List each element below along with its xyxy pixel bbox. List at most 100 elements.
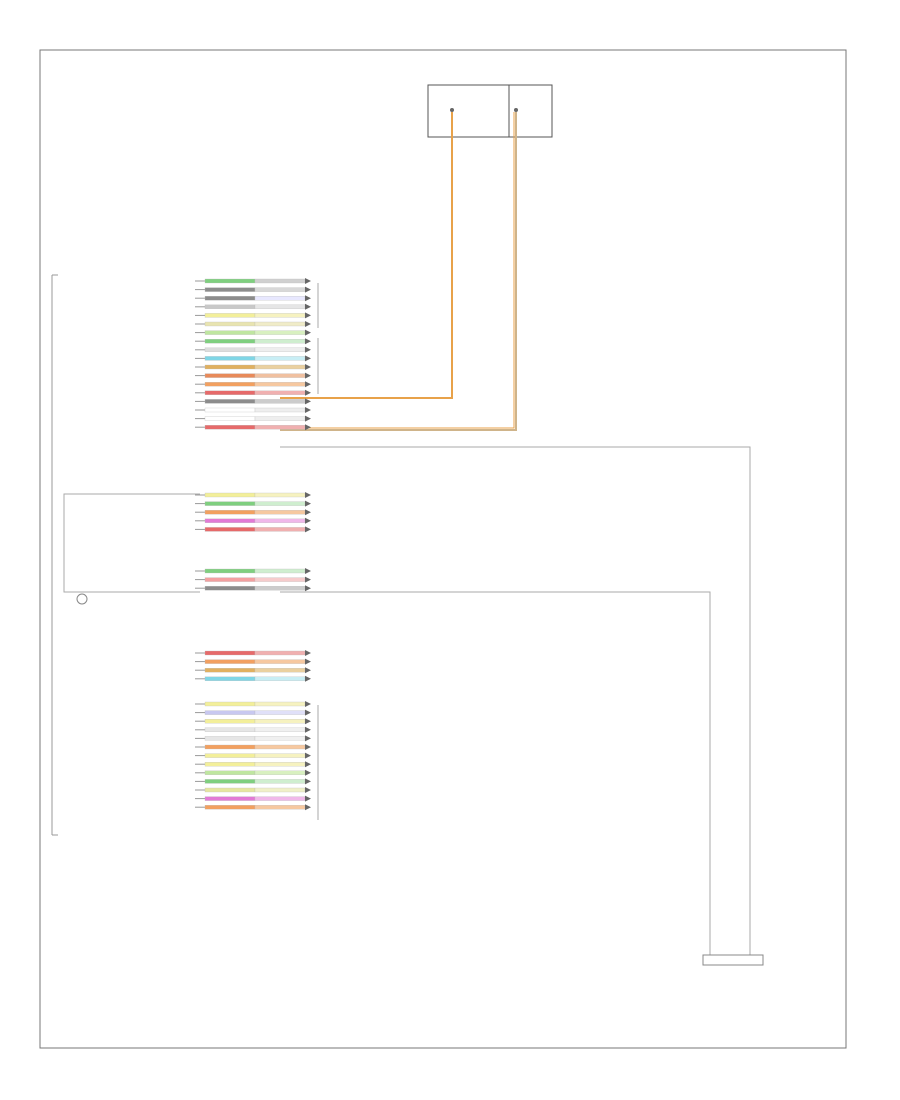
wire-segment [254,779,306,784]
wire-segment [204,796,256,801]
wire-segment [254,762,306,767]
wire-segment [204,304,256,309]
wire-segment [204,701,256,707]
pin-row [195,492,311,498]
wire-segment [254,399,306,404]
wire-segment [204,407,256,413]
pin-row [195,286,311,293]
wire-gray-long [280,446,751,960]
pin-row [195,526,311,533]
wire-segment [204,287,256,292]
wire-segment [204,787,256,793]
wire-segment [254,650,306,656]
wire-segment [254,770,306,775]
wire-segment [204,727,256,732]
wire-segment [204,330,256,335]
diagram-frame [39,49,847,1049]
pin-row [195,735,311,742]
wire-orange-right [282,112,515,429]
wire-segment [254,796,306,801]
wire-arrow-icon [305,424,311,431]
wire-segment [254,710,306,715]
fuse-right-terminal [514,108,518,112]
pin-row [195,346,311,353]
wire-segment [254,304,306,309]
wire-segment [204,518,256,523]
wire-arrow-icon [305,718,311,725]
wire-segment [254,805,306,810]
pin-row [195,303,311,310]
wire-arrow-icon [305,752,311,759]
pin-row [195,650,311,656]
wire-arrow-icon [305,735,311,742]
wire-segment [254,659,306,664]
pin-row [195,398,311,405]
pin-row [195,407,311,413]
wire-arrow-icon [305,709,311,716]
pin-row [195,329,311,336]
wire-arrow-icon [305,795,311,802]
pin-row [195,312,311,319]
wire-arrow-icon [305,517,311,524]
wire-segment [204,373,256,378]
wire-arrow-icon [305,295,311,302]
pin-row [195,675,311,682]
pin-row [195,278,311,284]
wire-segment [204,744,256,750]
wire-segment [204,676,256,681]
wire-segment [254,339,306,344]
pin-row [195,667,311,674]
wire-segment [204,659,256,664]
wire-segment [254,501,306,506]
wire-segment [204,364,256,370]
pin-row [195,744,311,750]
wire-segment [204,719,256,724]
wire-arrow-icon [305,769,311,776]
wire-arrow-icon [305,389,311,396]
wire-segment [204,501,256,506]
wire-segment [254,425,306,430]
wire-segment [204,762,256,767]
wire-arrow-icon [305,415,311,422]
wire-segment [254,527,306,532]
wire-arrow-icon [305,364,311,370]
pin-row [195,761,311,768]
wire-segment [204,492,256,498]
pin-row [195,701,311,707]
wire-arrow-icon [305,744,311,750]
wire-segment [204,779,256,784]
wire-segment [204,753,256,758]
wire-segment [204,321,256,327]
wire-segment [204,356,256,361]
wire-loop-left [63,493,200,593]
wire-segment [204,770,256,775]
wire-arrow-icon [305,372,311,379]
wire-arrow-icon [305,658,311,665]
wire-segment [204,347,256,352]
wire-segment [204,278,256,284]
wire-arrow-icon [305,701,311,707]
pin-row [195,424,311,431]
wire-segment [254,518,306,523]
pin-row [195,576,311,583]
wire-segment [254,719,306,724]
pin-row [195,355,311,362]
pin-row [195,509,311,516]
pin-row [195,381,311,388]
pin-row [195,658,311,665]
wire-segment [204,339,256,344]
wire-arrow-icon [305,650,311,656]
wire-tan-right [280,112,517,431]
fuse-left-terminal [450,108,454,112]
pin-row [195,778,311,785]
wire-segment [204,668,256,673]
wire-segment [254,287,306,292]
wire-segment [204,390,256,395]
wire-segment [254,407,306,413]
component-bracket [51,274,58,836]
wire-segment [254,787,306,793]
wire-segment [254,278,306,284]
wire-segment [254,753,306,758]
fuse-box [427,84,553,138]
